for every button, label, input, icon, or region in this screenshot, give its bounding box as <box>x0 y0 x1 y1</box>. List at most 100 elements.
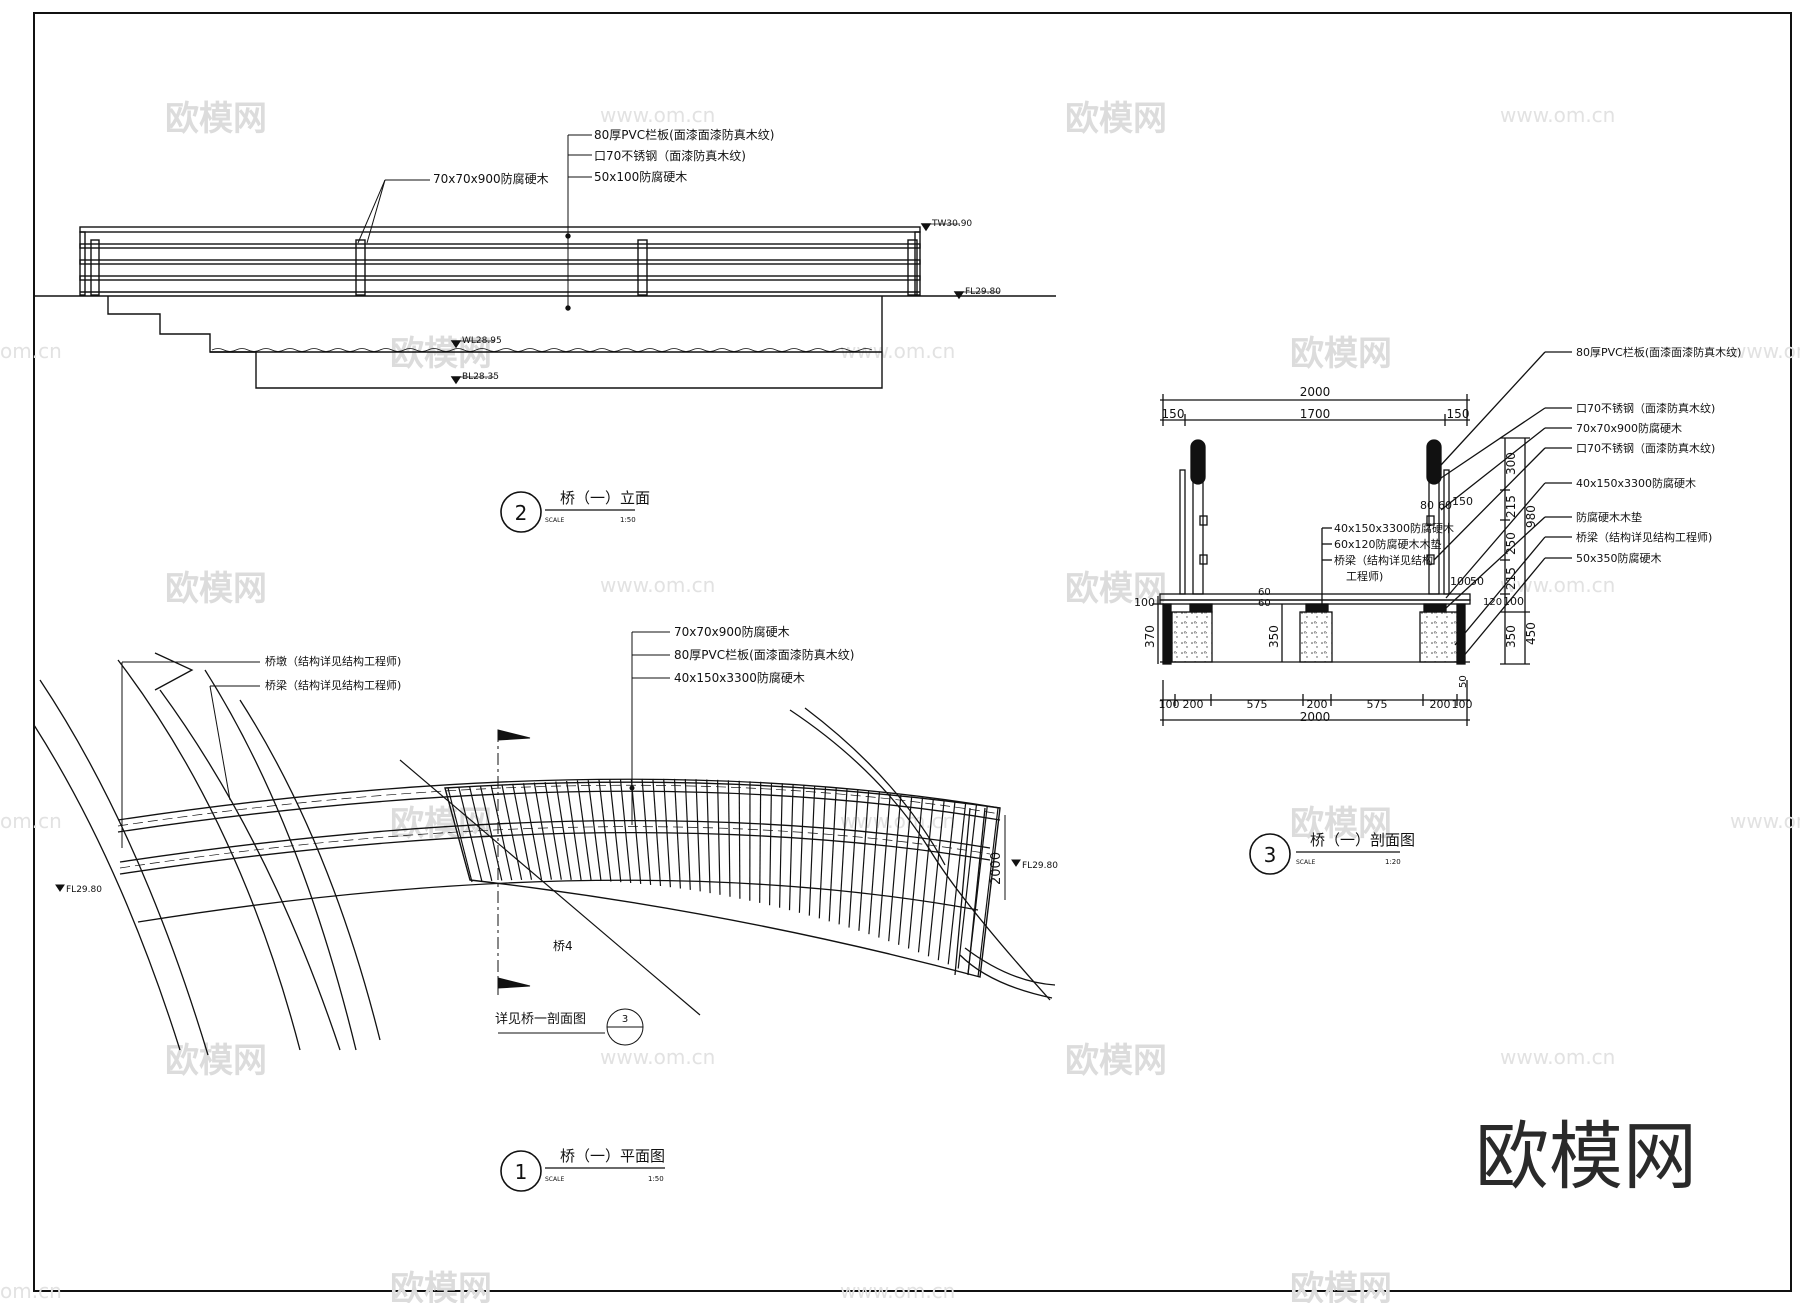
deck-plank <box>717 779 721 895</box>
watermark-brand: 欧模网 <box>165 569 267 609</box>
watermark-brand: 欧模网 <box>390 804 492 844</box>
callout-pvc-panel: 80厚PVC栏板(面漆面漆防真木纹) <box>1576 345 1741 359</box>
title-number: 2 <box>515 501 528 525</box>
deck-plank <box>695 779 701 892</box>
level-right: FL29.80 <box>1022 861 1058 871</box>
callout-steel-rail: 口70不锈钢（面漆防真木纹) <box>594 148 746 163</box>
level-left: FL29.80 <box>66 885 102 895</box>
elevation-labels: 80厚PVC栏板(面漆面漆防真木纹) 口70不锈钢（面漆防真木纹) 50x100… <box>433 127 1001 382</box>
dim-inner: 60 <box>1258 587 1271 598</box>
dim-bottom: 200 <box>1307 698 1328 711</box>
elevation-view <box>34 134 1056 389</box>
watermark-url: om.cn <box>0 339 62 363</box>
width-dimension: 2000 <box>989 852 1004 885</box>
deck-plank <box>808 785 816 916</box>
callout-pier: 桥墩（结构详见结构工程师) <box>265 654 401 668</box>
deck-plank <box>769 782 773 906</box>
deck-plank <box>828 787 837 922</box>
dim-small: 50 <box>1470 575 1484 588</box>
title-number: 1 <box>515 1160 528 1184</box>
deck-plank <box>684 778 691 890</box>
dim-clear-width: 1700 <box>1300 407 1331 421</box>
callout-beam-mid-cont: 工程师) <box>1346 570 1383 583</box>
callout-post: 70x70x900防腐硬木 <box>1576 421 1682 435</box>
deck-plank <box>663 778 671 888</box>
dim-bottom: 575 <box>1367 698 1388 711</box>
deck-plank <box>898 796 913 945</box>
watermark-url: www.om.cn <box>600 573 715 597</box>
dim-overall-height: 980 <box>1524 505 1538 528</box>
deck-plank <box>888 794 902 942</box>
dim-small: 100 <box>1450 575 1471 588</box>
watermark-url: www.om.cn <box>1500 103 1615 127</box>
scale-value: 1:20 <box>1385 858 1401 866</box>
dim-left-edge: 150 <box>1162 407 1185 421</box>
watermark-brand: 欧模网 <box>1290 334 1392 374</box>
elevation-title-block: 2 桥（一）立面 SCALE 1:50 <box>500 489 650 533</box>
deck-plank <box>917 799 934 953</box>
callout-fascia: 50x350防腐硬木 <box>1576 551 1662 565</box>
deck-plank <box>673 778 681 889</box>
callout-pvc-panel: 80厚PVC栏板(面漆面漆防真木纹) <box>594 127 774 142</box>
deck-plank <box>609 779 622 883</box>
deck-plank <box>977 807 999 978</box>
watermark-brand: 欧模网 <box>1290 1269 1392 1303</box>
dim-right-chain: 215 <box>1504 495 1518 518</box>
deck-plank <box>576 780 592 881</box>
section-labels: 2000 150 1700 150 80厚PVC栏板(面漆面漆防真木纹) 口70… <box>1134 345 1741 724</box>
dim-bottom: 200 <box>1183 698 1204 711</box>
deck-plank <box>447 787 473 883</box>
watermark-url: www.om.cn <box>840 339 955 363</box>
deck-plank <box>788 783 794 911</box>
deck-plank <box>490 785 513 881</box>
watermark-url: om.cn <box>0 809 62 833</box>
callout-deck-board: 40x150x3300防腐硬木 <box>1576 476 1696 490</box>
dim-right-chain: 350 <box>1504 625 1518 648</box>
scale-label: SCALE <box>545 517 564 524</box>
brand-logo: 欧模网 <box>1475 1114 1697 1200</box>
deck-plank <box>458 787 483 882</box>
watermark-brand: 欧模网 <box>1065 99 1167 139</box>
dim-left-top: 100 <box>1134 596 1155 609</box>
deck-plank <box>848 789 859 928</box>
callout-hardwood-rail: 50x100防腐硬木 <box>594 169 687 184</box>
deck-plank <box>598 779 612 882</box>
plan-labels: 桥墩（结构详见结构工程师) 桥梁（结构详见结构工程师) 70x70x900防腐硬… <box>66 624 1058 1027</box>
deck-plank <box>469 786 493 882</box>
deck-plank <box>501 784 523 881</box>
dim-right-edge: 150 <box>1447 407 1470 421</box>
dim-total-top: 2000 <box>1300 385 1331 399</box>
dim-bottom: 100 <box>1159 698 1180 711</box>
deck-plank <box>947 803 967 965</box>
dim-right-chain: 250 <box>1504 532 1518 555</box>
callout-steel-rail-lower: 口70不锈钢（面漆防真木纹) <box>1576 441 1715 455</box>
deck-plank <box>641 778 652 885</box>
dim-total-bottom: 2000 <box>1300 710 1331 724</box>
callout-steel-rail: 口70不锈钢（面漆防真木纹) <box>1576 401 1715 415</box>
dim-overall-base: 450 <box>1524 622 1538 645</box>
dim-small: 80 <box>1420 499 1434 512</box>
plan-view <box>33 652 1056 1056</box>
deck-plank <box>858 791 870 931</box>
scale-label: SCALE <box>1296 859 1315 866</box>
deck-plank <box>706 779 711 894</box>
watermark-url: www.om.cn <box>1730 339 1800 363</box>
deck-plank <box>544 782 562 880</box>
deck-plank <box>967 806 988 973</box>
scale-value: 1:50 <box>648 1175 664 1183</box>
dim-small: 150 <box>1452 495 1473 508</box>
plan-title-block: 1 桥（一）平面图 SCALE 1:50 <box>500 1147 665 1192</box>
deck-plank <box>927 800 945 957</box>
watermark-url: www.om.cn <box>600 103 715 127</box>
deck-plank <box>522 783 543 880</box>
sheet-border <box>33 12 1792 1292</box>
deck-plank <box>619 779 632 884</box>
view-title: 桥（一）平面图 <box>560 1147 665 1165</box>
dim-right-chain: 215 <box>1504 567 1518 590</box>
deck-plank <box>957 804 977 969</box>
watermark-brand: 欧模网 <box>1290 804 1392 844</box>
callout-post: 70x70x900防腐硬木 <box>433 171 549 186</box>
deck-plank <box>738 780 741 899</box>
deck-plank <box>630 779 642 884</box>
